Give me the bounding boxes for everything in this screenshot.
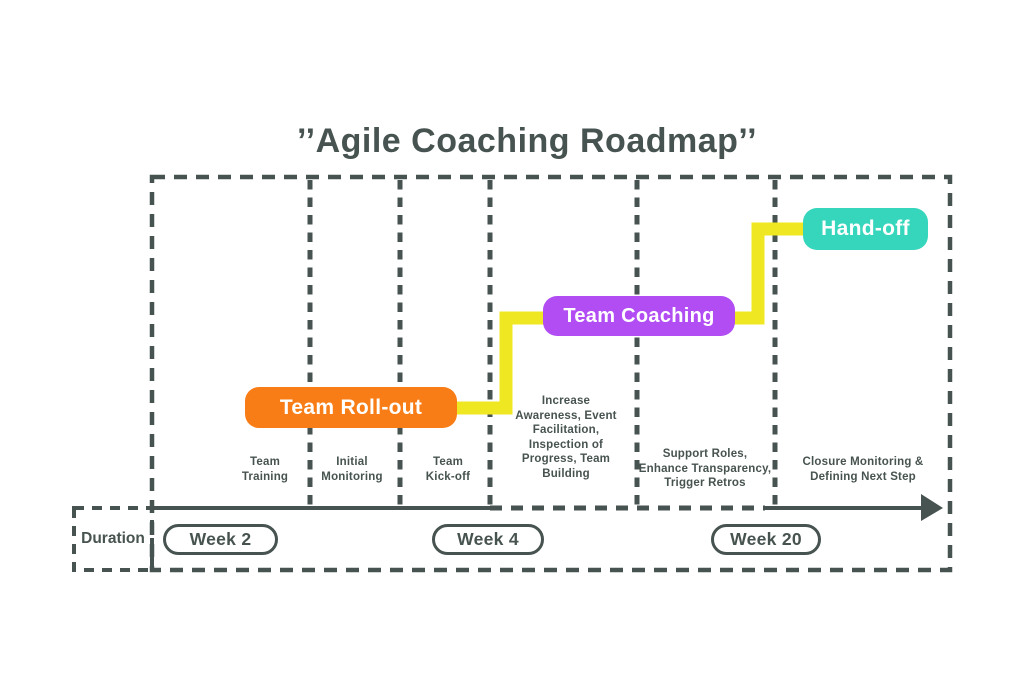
column-label-support-roles: Support Roles, Enhance Transparency, Tri… (638, 448, 772, 489)
column-label-team-training: Team Training (241, 456, 289, 483)
week-4-pill: Week 4 (432, 524, 544, 555)
diagram-title: ’’Agile Coaching Roadmap’’ (296, 122, 758, 160)
week-20-label: Week 20 (730, 529, 802, 549)
connector-rollout-to-coaching (455, 311, 545, 415)
connector-coaching-to-handoff (733, 222, 806, 325)
week-2-label: Week 2 (189, 529, 252, 549)
column-label-increase-awareness: Increase Awareness, Event Facilitation, … (515, 395, 617, 480)
column-label-closure-monitoring: Closure Monitoring & Defining Next Step (802, 456, 924, 483)
outer-dashed-frame (149, 174, 953, 573)
phase-label-hand-off: Hand-off (821, 217, 910, 240)
column-label-team-kickoff: Team Kick-off (425, 456, 471, 483)
duration-dashed-box (72, 506, 154, 572)
week-2-pill: Week 2 (163, 524, 278, 555)
week-20-pill: Week 20 (711, 524, 821, 555)
phase-label-team-rollout: Team Roll-out (279, 395, 423, 419)
week-4-label: Week 4 (457, 529, 519, 549)
duration-axis-label: Duration (81, 530, 145, 547)
phase-box-hand-off: Hand-off (803, 208, 928, 250)
column-label-initial-monitoring: Initial Monitoring (321, 456, 383, 483)
timeline-arrowhead-icon (921, 494, 943, 521)
phase-box-team-rollout: Team Roll-out (245, 387, 457, 428)
phase-label-team-coaching: Team Coaching (563, 304, 715, 327)
phase-box-team-coaching: Team Coaching (543, 296, 735, 336)
